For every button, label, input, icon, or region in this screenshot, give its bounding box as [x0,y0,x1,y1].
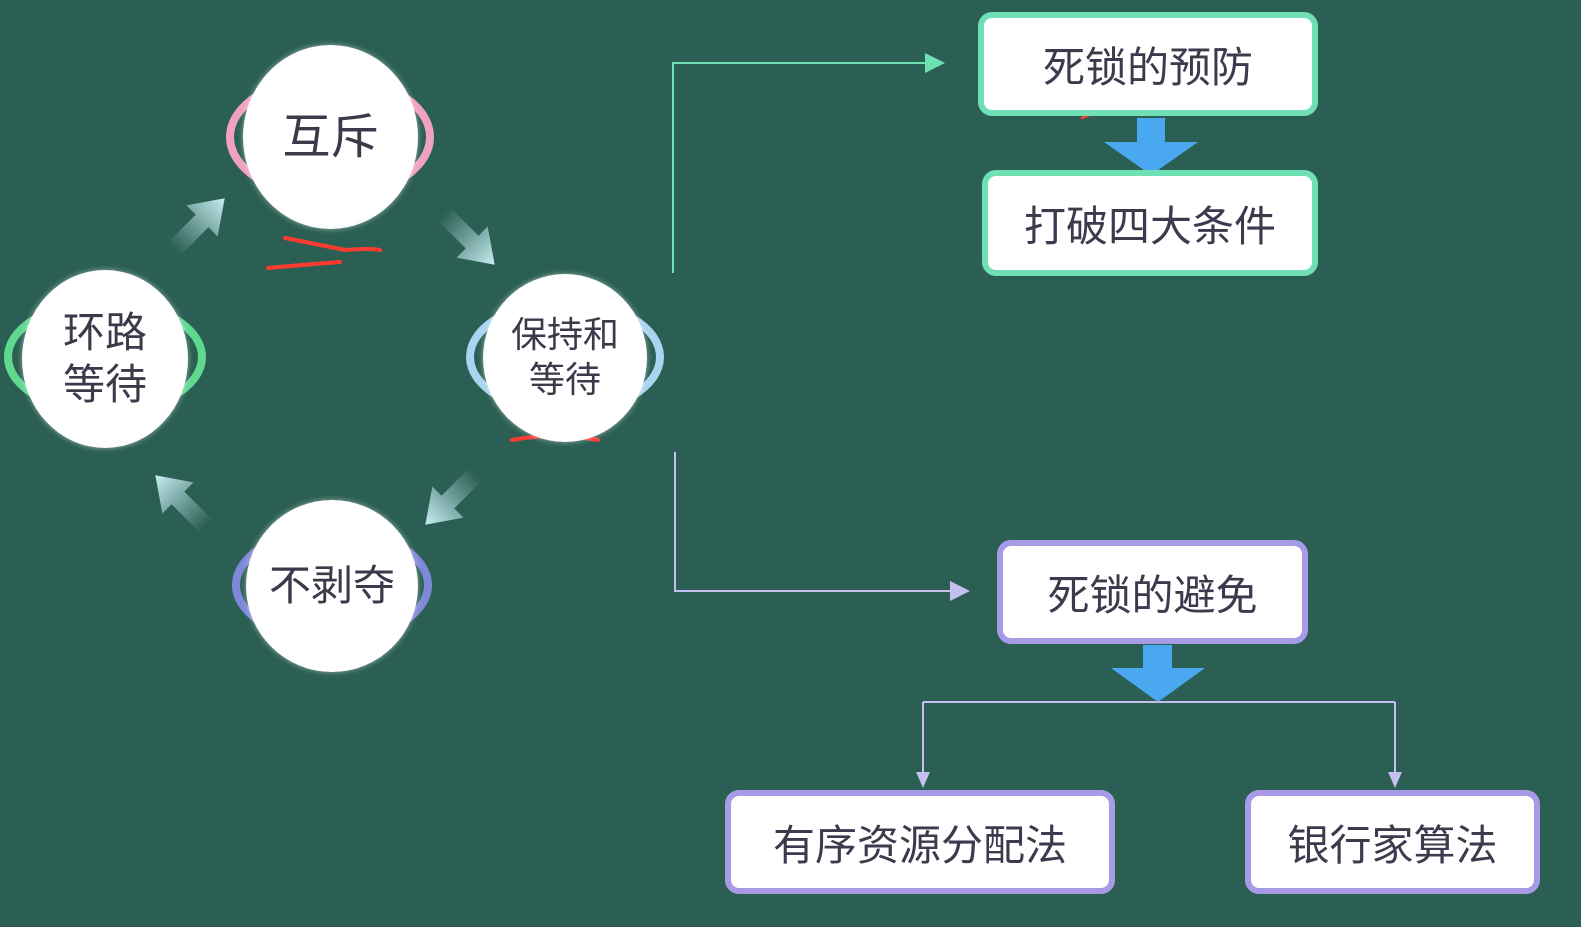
cycle-arrow-circular-to-mutex [167,198,225,256]
condition-label: 互斥 [282,109,379,165]
condition-circular-wait: 环路等待 [22,270,188,448]
avoidance-method-label: 银行家算法 [1287,820,1498,870]
condition-label: 保持和等待 [510,315,619,401]
avoidance-method-ordered-allocation: 有序资源分配法 [725,790,1115,894]
condition-mutual-exclusion: 互斥 [243,45,418,229]
split-arrowheads [916,772,1402,788]
prevention-method-label: 打破四大条件 [1023,201,1276,251]
cycle-arrow-hold-to-nopreempt [425,467,483,525]
prevention-method-box: 打破四大条件 [982,170,1318,276]
cycle-arrow-nopreempt-to-circular [155,475,213,533]
prevention-box: 死锁的预防 [978,12,1318,116]
flow-arrow-avoidance [1111,645,1205,702]
flow-arrow-prevention [1104,118,1198,175]
condition-no-preemption: 不剥夺 [246,500,418,672]
avoidance-method-label: 有序资源分配法 [772,820,1067,870]
branch-line-prevention [672,53,945,273]
split-line [922,701,1396,785]
avoidance-method-bankers-algorithm: 银行家算法 [1245,790,1540,894]
prevention-title: 死锁的预防 [1042,42,1253,92]
condition-label: 不剥夺 [268,560,395,610]
cycle-arrow-mutex-to-hold [437,207,495,265]
condition-hold-and-wait: 保持和等待 [483,274,647,442]
condition-label: 环路等待 [62,307,147,410]
branch-line-avoidance [674,452,970,601]
avoidance-box: 死锁的避免 [997,540,1308,644]
avoidance-title: 死锁的避免 [1047,570,1258,620]
